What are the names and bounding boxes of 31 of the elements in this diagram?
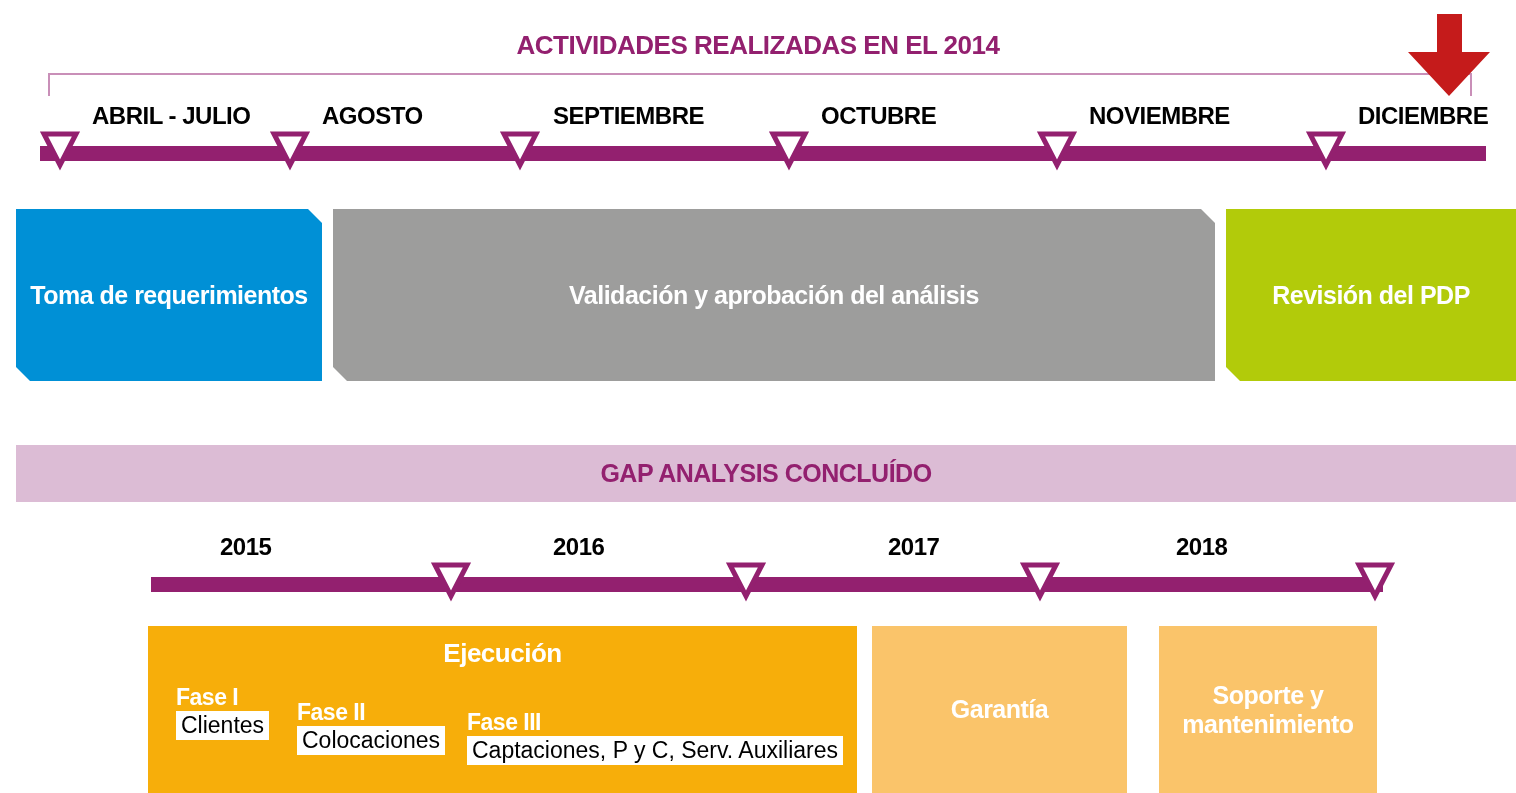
year-label: 2017 — [888, 533, 940, 561]
year-label: 2018 — [1176, 533, 1228, 561]
box-label: GAP ANALYSIS CONCLUÍDO — [599, 459, 933, 488]
phase-group-box — [148, 626, 857, 793]
status-band — [16, 445, 1516, 502]
month-label: SEPTIEMBRE — [553, 102, 705, 130]
group-heading: Ejecución — [442, 638, 563, 669]
activity-box — [333, 209, 1215, 381]
activity-box — [1226, 209, 1516, 381]
timeline-title: ACTIVIDADES REALIZADAS EN EL 2014 — [515, 30, 1001, 61]
month-label: NOVIEMBRE — [1089, 102, 1230, 130]
phase-heading: Fase II — [297, 699, 367, 726]
phase-label: Clientes — [176, 711, 270, 740]
phase-label: Captaciones, P y C, Serv. Auxiliares — [467, 736, 844, 765]
month-label: DICIEMBRE — [1358, 102, 1489, 130]
box-label: Revisión del PDP — [1271, 280, 1471, 310]
activity-box — [872, 626, 1127, 793]
activity-box — [1159, 626, 1377, 793]
phase-heading: Fase III — [467, 709, 542, 736]
phase-heading: Fase I — [176, 684, 240, 711]
month-label: ABRIL - JULIO — [92, 102, 251, 130]
month-label: OCTUBRE — [821, 102, 937, 130]
activity-box — [16, 209, 322, 381]
phase-label: Colocaciones — [297, 726, 446, 755]
box-label: Toma de requerimientos — [29, 280, 309, 310]
box-label: Validación y aprobación del análisis — [568, 280, 980, 310]
year-label: 2015 — [220, 533, 272, 561]
year-label: 2016 — [553, 533, 605, 561]
box-label: Soporte y mantenimiento — [1181, 680, 1355, 739]
box-label: Garantía — [949, 695, 1050, 724]
month-label: AGOSTO — [322, 102, 423, 130]
